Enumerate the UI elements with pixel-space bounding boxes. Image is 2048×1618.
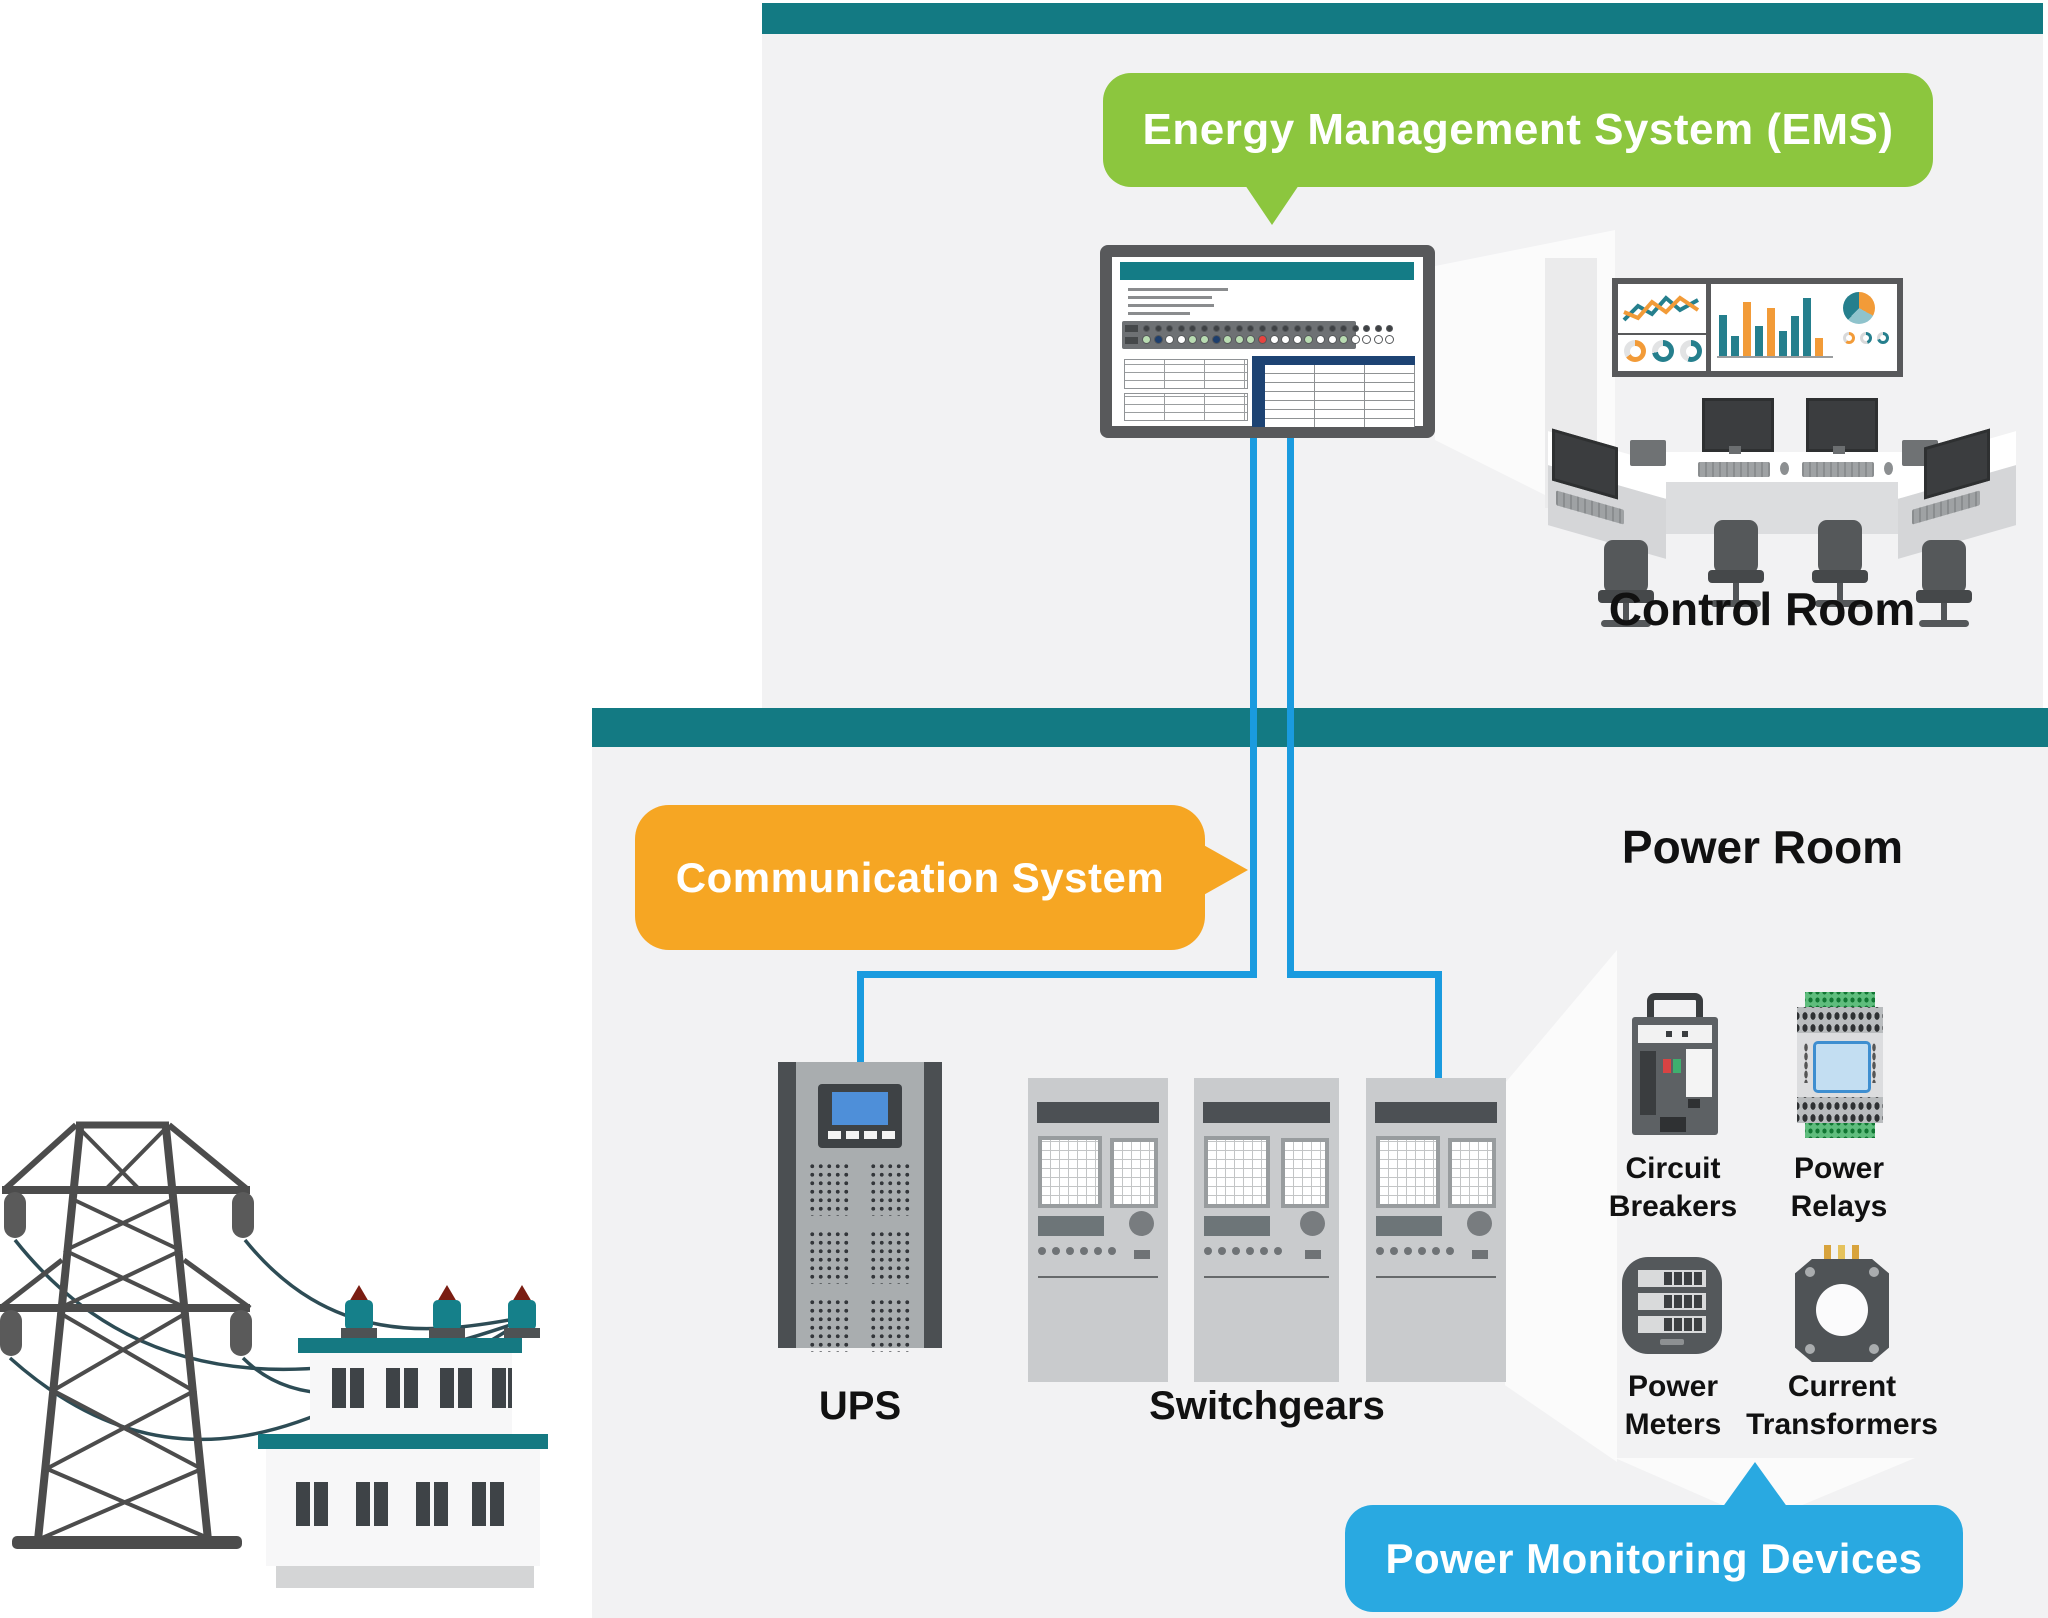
control-room-label: Control Room <box>1608 583 1916 635</box>
pc-tower-icon <box>1630 440 1666 466</box>
grid-supply-scene <box>0 1080 600 1618</box>
mouse-icon <box>1884 462 1893 475</box>
ems-monitor <box>1100 245 1435 438</box>
power-meter-icon <box>1622 1257 1722 1354</box>
workstation-monitor-icon <box>1702 398 1774 452</box>
screen-text-line <box>1128 288 1228 291</box>
donut-gauge-icon <box>1652 340 1674 362</box>
keyboard-icon <box>1698 462 1770 477</box>
mini-donut-icon <box>1843 332 1855 344</box>
current-transformer-icon <box>1795 1245 1889 1362</box>
power-room-label: Power Room <box>1621 821 1904 873</box>
ups-vent-grilles <box>808 1162 912 1352</box>
bushing-icons <box>341 1285 540 1338</box>
switchgear-cabinet <box>1194 1078 1339 1382</box>
cable-ems-to-switchgear-horizontal <box>1287 971 1442 978</box>
office-chair-icon <box>1596 540 1656 640</box>
insulator-icons <box>0 1192 254 1356</box>
office-chair-icon <box>1706 520 1766 620</box>
line-chart-icon <box>1622 295 1700 322</box>
cable-ems-to-ups-horizontal <box>857 971 1257 978</box>
switchgear-cabinet <box>1366 1078 1506 1382</box>
switchgear-cabinet <box>1028 1078 1168 1382</box>
screen-device-rack <box>1122 321 1395 349</box>
screen-text-line <box>1128 304 1214 307</box>
donut-gauge-icon <box>1680 340 1702 362</box>
cable-ems-to-ups-drop <box>857 971 864 1066</box>
screen-text-line <box>1128 312 1190 315</box>
control-room-panel-header-bar <box>762 3 2043 34</box>
ups-control-panel <box>818 1084 902 1148</box>
screen-table-small-1 <box>1124 359 1248 389</box>
substation-building-icon <box>258 1285 548 1588</box>
office-chair-icon <box>1810 520 1870 620</box>
switchgears-label: Switchgears <box>1149 1384 1385 1428</box>
power-room-panel-header-bar <box>592 708 2048 747</box>
bar-chart-icon <box>1719 290 1829 356</box>
indicator-row-bottom <box>1142 335 1397 344</box>
circuit-breaker-icon <box>1632 993 1718 1135</box>
power-monitoring-callout: Power Monitoring Devices <box>1345 1505 1963 1612</box>
screen-table-small-2 <box>1124 393 1248 421</box>
control-room-desk-back-front <box>1662 482 1902 534</box>
monitor-stand-icon <box>1833 446 1845 454</box>
ems-callout-label: Energy Management System (EMS) <box>1142 105 1894 154</box>
cable-ems-to-ups-vertical <box>1250 436 1257 978</box>
wall-screen-right <box>1711 284 1897 371</box>
mini-donut-icon <box>1860 332 1872 344</box>
control-room-wall-screens <box>1612 278 1903 377</box>
ems-callout: Energy Management System (EMS) <box>1103 73 1933 187</box>
communication-callout-label: Communication System <box>675 853 1165 901</box>
communication-callout: Communication System <box>635 805 1205 950</box>
donut-gauge-icon <box>1624 340 1646 362</box>
screen-text-line <box>1128 296 1212 299</box>
ems-monitor-screen <box>1112 257 1423 427</box>
cable-ems-to-switchgear-vertical <box>1287 436 1294 978</box>
mini-donut-icon <box>1877 332 1889 344</box>
office-chair-icon <box>1914 540 1974 640</box>
screen-title-bar <box>1120 262 1414 280</box>
indicator-row-top <box>1143 325 1398 332</box>
cable-ems-to-switchgear-drop <box>1435 971 1442 1081</box>
tower-base <box>12 1536 242 1549</box>
pie-chart-icon <box>1843 292 1875 324</box>
ups-label: UPS <box>818 1384 902 1428</box>
mouse-icon <box>1780 462 1789 475</box>
keyboard-icon <box>1802 462 1874 477</box>
ups-lcd-screen <box>832 1092 888 1125</box>
screen-table-large <box>1252 356 1415 427</box>
monitor-stand-icon <box>1729 446 1741 454</box>
ups-unit <box>778 1062 942 1352</box>
power-relay-icon <box>1797 992 1883 1138</box>
workstation-monitor-icon <box>1806 398 1878 452</box>
wall-screen-left <box>1618 284 1706 371</box>
power-monitoring-callout-label: Power Monitoring Devices <box>1385 1534 1923 1582</box>
